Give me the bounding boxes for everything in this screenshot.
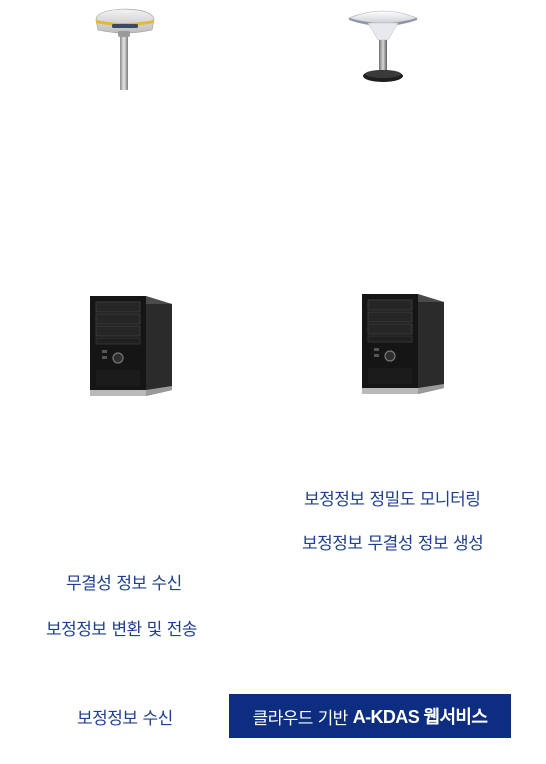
label-convert-transmit: 보정정보 변환 및 전송 <box>46 620 197 640</box>
label-integrity-receive: 무결성 정보 수신 <box>66 574 182 594</box>
label-correction-receive: 보정정보 수신 <box>77 709 173 729</box>
server-tower-icon <box>90 296 172 396</box>
banner-service-name: A-KDAS 웹서비스 <box>352 707 488 727</box>
label-integrity-generation: 보정정보 무결성 정보 생성 <box>302 534 484 554</box>
server-tower-icon <box>362 294 444 394</box>
label-precision-monitoring: 보정정보 정밀도 모니터링 <box>304 490 481 510</box>
gnss-rover-receiver-icon <box>95 8 155 90</box>
gnss-reference-antenna-icon <box>348 10 418 82</box>
web-service-banner: 클라우드 기반 A-KDAS 웹서비스 <box>229 694 511 738</box>
banner-prefix: 클라우드 기반 <box>252 708 349 729</box>
